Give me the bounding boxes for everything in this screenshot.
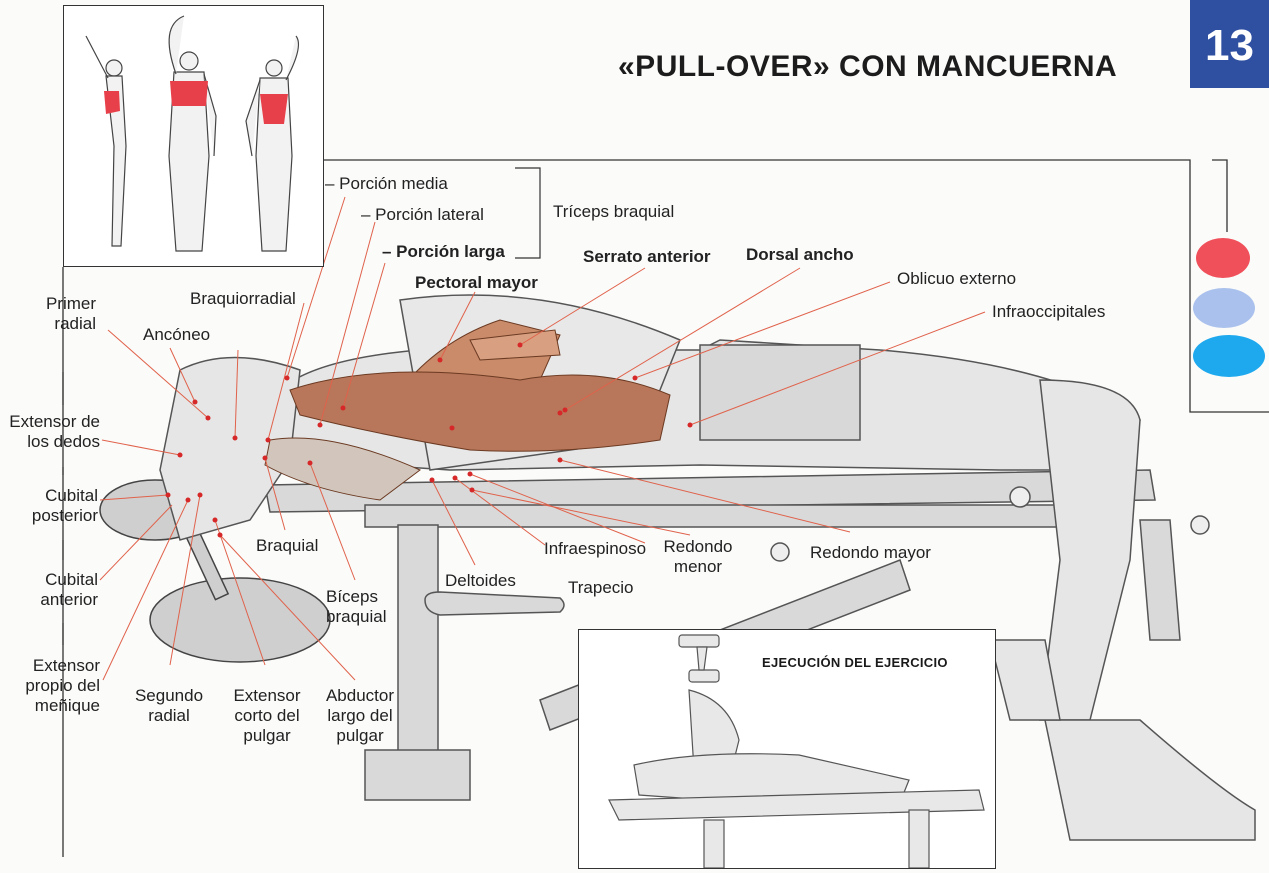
label-dorsal: Dorsal ancho xyxy=(746,245,854,265)
label-infraoccipitales: Infraoccipitales xyxy=(992,302,1105,322)
label-anconeo: Ancóneo xyxy=(143,325,210,345)
label-infraespinoso: Infraespinoso xyxy=(544,539,646,559)
label-porcion-media: – Porción media xyxy=(325,174,448,194)
execution-label: EJECUCIÓN DEL EJERCICIO xyxy=(762,655,948,670)
label-porcion-lateral: – Porción lateral xyxy=(361,205,484,225)
label-porcion-larga: – Porción larga xyxy=(382,242,505,262)
label-serrato: Serrato anterior xyxy=(583,247,711,267)
anatomy-figures xyxy=(64,6,323,266)
label-deltoides: Deltoides xyxy=(445,571,516,591)
label-redondo-mayor: Redondo mayor xyxy=(810,543,931,563)
label-braquial: Braquial xyxy=(256,536,318,556)
label-pectoral: Pectoral mayor xyxy=(415,273,538,293)
label-triceps: Tríceps braquial xyxy=(553,202,674,222)
triceps-bracket xyxy=(515,168,540,258)
label-braquiorradial: Braquiorradial xyxy=(190,289,296,309)
label-trapecio: Trapecio xyxy=(568,578,634,598)
anatomy-thumbnail xyxy=(63,5,324,267)
label-oblicuo: Oblicuo externo xyxy=(897,269,1016,289)
